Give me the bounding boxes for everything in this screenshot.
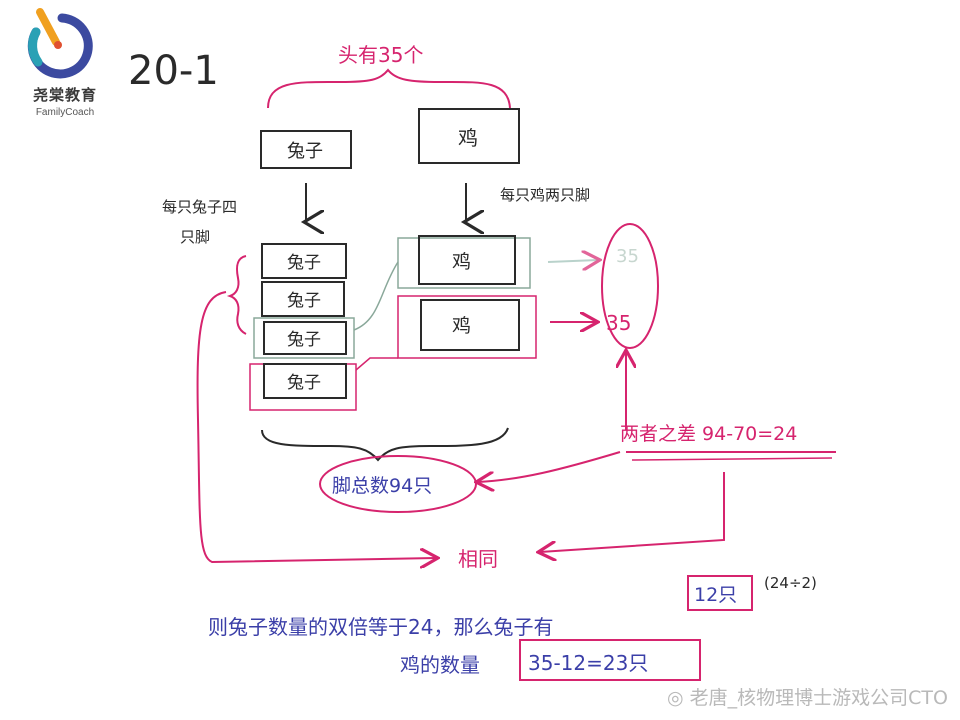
chicken-box-top bbox=[418, 108, 520, 164]
count-35: 35 bbox=[606, 311, 631, 335]
arrow-diff-to-legs bbox=[478, 451, 621, 482]
rabbit-box-2 bbox=[261, 281, 345, 317]
rabbit-box-3 bbox=[263, 321, 347, 355]
difference-underline-2 bbox=[631, 457, 833, 461]
chicken-box-2 bbox=[420, 299, 520, 351]
brand-name-cn: 尧棠教育 bbox=[32, 86, 97, 104]
arrow-left-loop-to-same bbox=[196, 291, 436, 562]
chicken-answer: 35-12=23只 bbox=[528, 651, 648, 675]
rabbit-calc: (24÷2) bbox=[764, 574, 817, 592]
bottom-brace bbox=[261, 427, 509, 462]
same-label: 相同 bbox=[458, 547, 498, 571]
rabbit-label-4: 兔子 bbox=[287, 373, 321, 393]
faded-arrow-to-35 bbox=[547, 260, 598, 262]
conclusion-line1: 则兔子数量的双倍等于24，那么兔子有 bbox=[208, 615, 553, 639]
rabbit-label-3: 兔子 bbox=[287, 330, 321, 350]
rabbit-box-top bbox=[260, 130, 352, 169]
weibo-icon: ◎ bbox=[667, 687, 684, 709]
chicken-box-2-highlight bbox=[397, 295, 537, 359]
chicken-label-2: 鸡 bbox=[452, 315, 471, 337]
rabbit-box-3-highlight bbox=[253, 317, 355, 359]
count-35-faded: 35 bbox=[616, 246, 639, 267]
problem-number: 20-1 bbox=[128, 48, 219, 94]
brand-text: 尧棠教育 FamilyCoach bbox=[22, 84, 108, 118]
chicken-label-top: 鸡 bbox=[458, 126, 478, 150]
legs-total-label: 脚总数94只 bbox=[332, 475, 432, 497]
left-brace bbox=[226, 255, 247, 335]
arrow-right-loop-to-same bbox=[540, 472, 725, 552]
rabbit-label-1: 兔子 bbox=[287, 253, 321, 273]
top-brace bbox=[267, 68, 511, 109]
chicken-label-1: 鸡 bbox=[452, 251, 471, 273]
heads-total-label: 头有35个 bbox=[338, 43, 423, 67]
rabbit-label-2: 兔子 bbox=[287, 291, 321, 311]
rabbit-legs-note-line2: 只脚 bbox=[180, 228, 210, 246]
rabbit-label-top: 兔子 bbox=[287, 141, 323, 162]
rabbit-legs-note-line1: 每只兔子四 bbox=[162, 198, 237, 216]
watermark: ◎ 老唐_核物理博士游戏公司CTO bbox=[667, 683, 948, 710]
green-connector bbox=[353, 261, 399, 331]
pink-connector bbox=[355, 357, 398, 371]
conclusion-line2: 鸡的数量 bbox=[400, 653, 480, 677]
brand-name-en: FamilyCoach bbox=[35, 107, 95, 118]
watermark-text: 老唐_核物理博士游戏公司CTO bbox=[689, 687, 948, 709]
brand-logo-icon bbox=[27, 8, 93, 79]
rabbit-answer: 12只 bbox=[694, 584, 737, 606]
rabbit-box-1 bbox=[261, 243, 347, 279]
difference-label: 两者之差 94-70=24 bbox=[620, 423, 797, 445]
chicken-legs-note: 每只鸡两只脚 bbox=[500, 186, 590, 204]
chicken-answer-box bbox=[519, 639, 701, 681]
rabbit-answer-box bbox=[687, 575, 753, 611]
chicken-box-1 bbox=[418, 235, 516, 285]
rabbit-box-4 bbox=[263, 363, 347, 399]
